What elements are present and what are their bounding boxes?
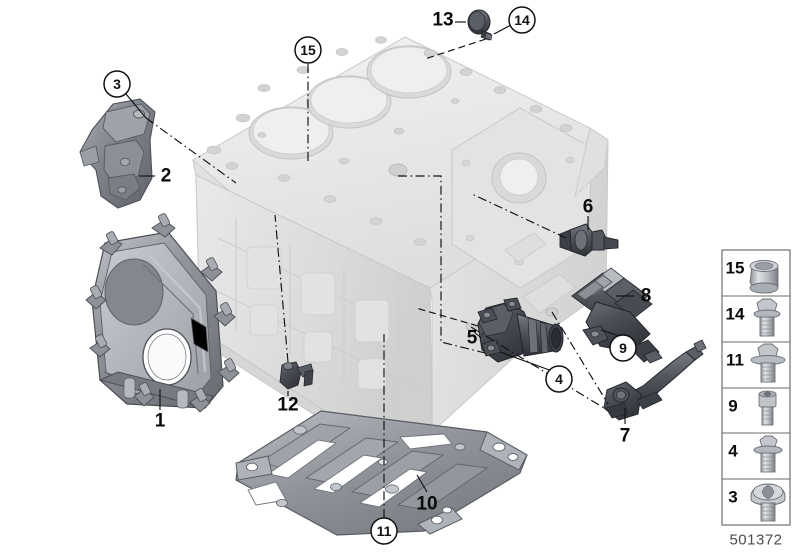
part-oil-spray-nozzle	[279, 361, 314, 390]
legend-label-3: 3	[728, 488, 737, 507]
legend-label-4: 4	[728, 442, 738, 461]
part-coolant-pipe-sensor	[603, 339, 707, 421]
callout-14[interactable]: 14	[514, 12, 530, 28]
callout-12[interactable]: 12	[277, 395, 298, 416]
callout-8[interactable]: 8	[641, 286, 652, 307]
legend-icon-sleeve-bushing	[749, 260, 779, 294]
legend-label-14: 14	[726, 305, 745, 324]
callout-3[interactable]: 3	[113, 76, 121, 92]
callout-13[interactable]: 13	[432, 10, 453, 31]
drawing-id: 501372	[729, 532, 782, 549]
legend-label-15: 15	[726, 259, 745, 278]
legend-icon-socket-cap-screw	[758, 390, 777, 426]
callout-9[interactable]: 9	[619, 340, 627, 356]
callout-5[interactable]: 5	[467, 328, 478, 349]
callout-7[interactable]: 7	[620, 426, 631, 447]
legend-panel	[721, 249, 791, 526]
legend-icon-hex-flange-bolt	[753, 435, 783, 473]
callout-15[interactable]: 15	[300, 42, 316, 58]
legend-label-9: 9	[728, 397, 737, 416]
legend-label-11: 11	[726, 351, 744, 370]
callout-10[interactable]: 10	[416, 494, 437, 515]
part-oil-pressure-switch	[559, 223, 619, 257]
part-timing-case-cover	[85, 213, 240, 413]
part-sealing-cap-plug	[467, 9, 493, 41]
callout-1[interactable]: 1	[155, 411, 166, 432]
callout-6[interactable]: 6	[583, 197, 594, 218]
legend-icon-flange-bolt-washer	[750, 343, 786, 383]
part-solenoid-valve-actuator	[571, 267, 663, 364]
legend-icon-flange-bolt	[753, 298, 781, 337]
part-coolant-thermostat-housing	[477, 297, 564, 363]
callout-11[interactable]: 11	[377, 523, 392, 539]
legend-icon-torx-pan-head-bolt	[750, 483, 786, 522]
callout-4[interactable]: 4	[555, 371, 563, 387]
leader-lines	[125, 21, 634, 518]
part-engine-mount-bracket	[79, 98, 156, 209]
callout-markers	[103, 6, 637, 545]
part-oil-baffle-windage-tray	[235, 410, 528, 536]
callout-2[interactable]: 2	[161, 166, 172, 187]
